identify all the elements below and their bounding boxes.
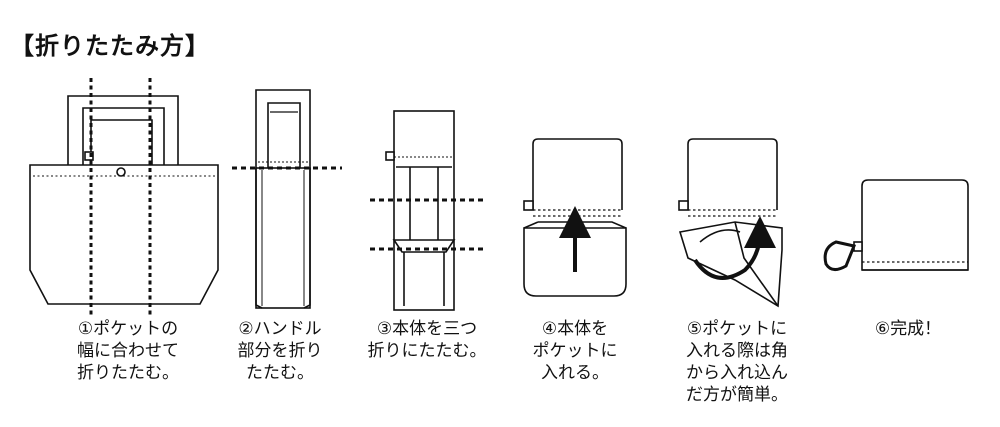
- step2-narrow-bag-figure: [232, 89, 342, 309]
- step5-corner-insert-figure: [678, 138, 783, 308]
- step6-caption: ⑥完成！: [874, 319, 942, 339]
- step3-caption: ③本体を三つ 折りにたたむ。: [367, 319, 487, 361]
- step4-caption: ④本体を ポケットに 入れる。: [532, 319, 618, 383]
- step5-caption: ⑤ポケットに 入れる際は角 から入れ込ん だ方が簡単。: [686, 319, 788, 405]
- step4-pocket-insert-figure: [523, 138, 627, 297]
- step1-tote-bag-figure: [29, 78, 219, 316]
- page-title: 【折りたたみ方】: [10, 32, 210, 60]
- step6-finished-pouch-figure: [823, 179, 969, 271]
- step3-trifold-figure: [370, 110, 484, 311]
- step2-caption: ②ハンドル 部分を折り たたむ。: [237, 319, 323, 383]
- step1-caption: ①ポケットの 幅に合わせて 折りたたむ。: [77, 319, 179, 383]
